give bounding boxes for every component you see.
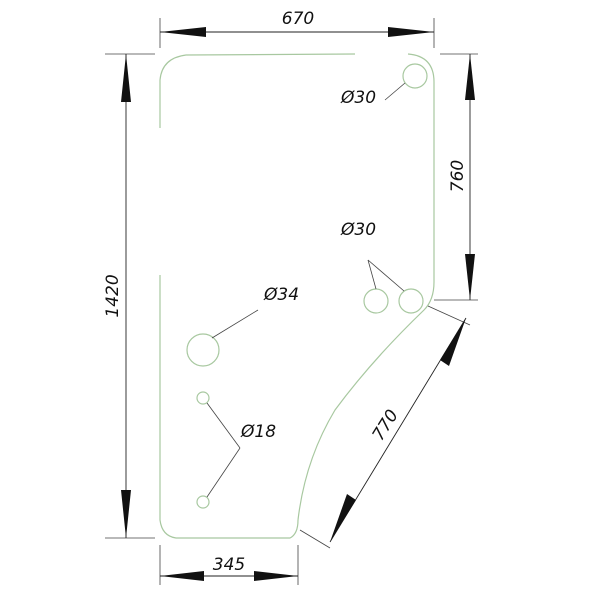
hole-label-left-small: Ø18 bbox=[240, 422, 276, 442]
dimension-right: 760 bbox=[448, 54, 475, 300]
hole-left-large bbox=[186, 333, 220, 367]
hole-label-middle-right: Ø30 bbox=[340, 220, 376, 240]
leader-top-right bbox=[384, 82, 406, 101]
leader-left-large bbox=[211, 309, 259, 339]
dim-label-left: 1420 bbox=[103, 274, 123, 317]
dim-label-diagonal: 770 bbox=[369, 406, 403, 444]
leader-left-small-b bbox=[206, 447, 241, 498]
hole-label-left-large: Ø34 bbox=[263, 285, 299, 305]
leader-middle-a bbox=[367, 259, 377, 290]
arrowhead bbox=[254, 571, 298, 581]
glass-right-edge bbox=[407, 53, 435, 282]
arrowhead bbox=[465, 254, 475, 300]
extension-lines bbox=[105, 18, 478, 585]
arrowhead bbox=[160, 571, 204, 581]
dimension-left: 1420 bbox=[103, 54, 131, 538]
dimension-diagonal: 770 bbox=[329, 317, 467, 543]
arrowhead bbox=[330, 494, 356, 542]
dimension-bottom: 345 bbox=[160, 555, 298, 581]
hole-labels: Ø30 Ø30 Ø34 Ø18 bbox=[240, 88, 376, 442]
arrowhead bbox=[121, 54, 131, 102]
glass-contour bbox=[159, 53, 356, 128]
hole-label-top-right: Ø30 bbox=[340, 88, 376, 108]
hole-top-right bbox=[402, 63, 428, 89]
leader-middle-b bbox=[367, 259, 405, 292]
hole-right-b bbox=[398, 288, 424, 314]
glass-left-edge bbox=[159, 275, 299, 539]
glass-lower-right-edge bbox=[297, 281, 435, 521]
hole-left-small-a bbox=[196, 391, 210, 405]
dim-label-right: 760 bbox=[448, 160, 468, 192]
dim-label-top: 670 bbox=[282, 9, 314, 29]
leader-left-small-a bbox=[206, 402, 241, 449]
glass-outline bbox=[159, 53, 435, 539]
arrowhead bbox=[440, 318, 466, 366]
ext-diag-bottom bbox=[299, 529, 331, 549]
dim-label-bottom: 345 bbox=[213, 555, 245, 575]
dimension-top: 670 bbox=[160, 9, 434, 37]
hole-left-small-b bbox=[196, 495, 210, 509]
arrowhead bbox=[160, 27, 206, 37]
leader-lines bbox=[206, 82, 406, 498]
arrowhead bbox=[465, 54, 475, 100]
arrowhead bbox=[121, 490, 131, 538]
arrowhead bbox=[388, 27, 434, 37]
hole-right-a bbox=[363, 288, 389, 314]
ext-diag-top bbox=[427, 305, 471, 326]
